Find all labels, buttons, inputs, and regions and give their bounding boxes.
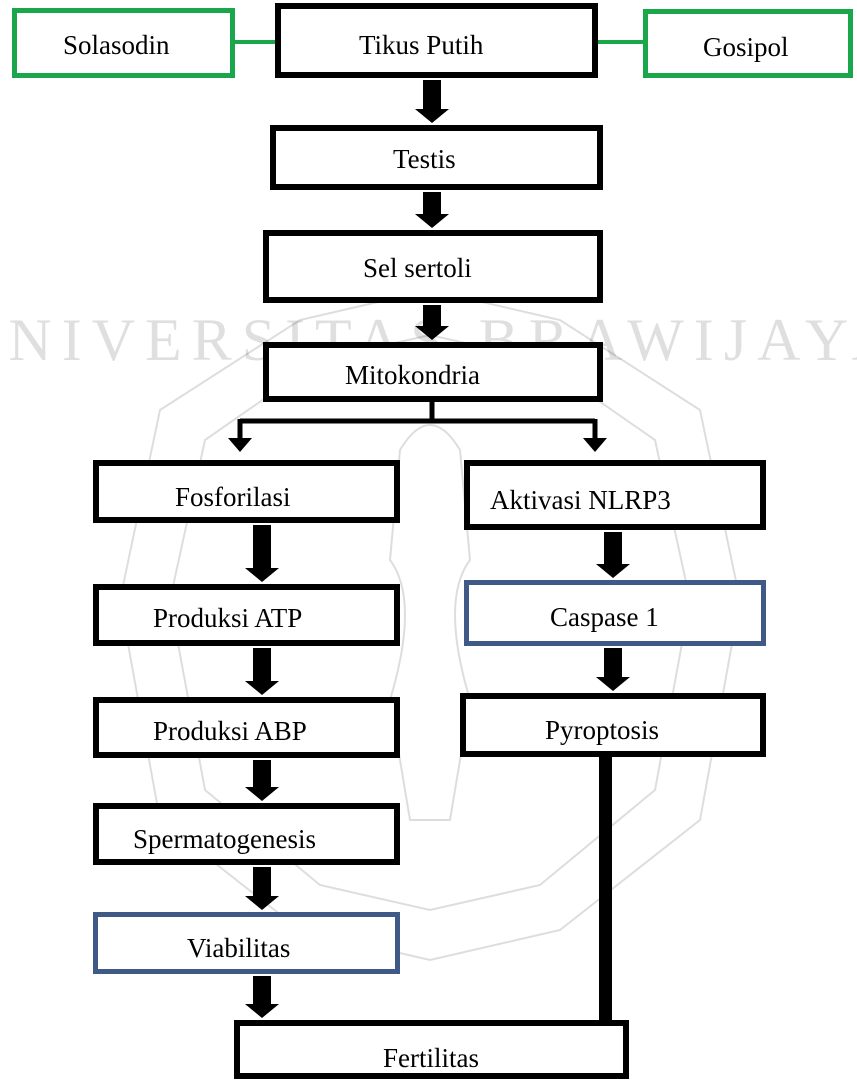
label-gosipol: Gosipol [703,32,789,62]
label-viabilitas: Viabilitas [187,933,291,963]
watermark-figure [388,424,472,821]
label-produksi-abp: Produksi ABP [153,716,307,746]
box-spermatogenesis [93,803,400,865]
label-mitokondria: Mitokondria [345,360,480,390]
pyroptosis-to-fertilitas-line [599,757,612,1055]
box-testis [270,125,603,190]
box-produksi-atp [93,584,400,646]
label-testis: Testis [393,144,456,174]
box-mitokondria [263,342,603,402]
arrow-spermatogenesis-to-viabilitas [245,867,279,910]
label-caspase-1: Caspase 1 [550,602,659,632]
arrow-tikus-to-testis [415,80,449,123]
arrow-abp-to-spermatogenesis [245,760,279,801]
arrow-fosforilasi-to-atp [245,525,279,582]
arrow-caspase-to-pyroptosis [596,648,630,691]
arrow-sertoli-to-mitokondria [415,305,449,340]
branch-lines [237,402,598,438]
arrow-nlrp3-to-caspase [596,532,630,578]
box-pyroptosis [460,693,766,757]
label-pyroptosis: Pyroptosis [545,715,660,745]
box-gosipol [643,9,853,78]
box-solasodin [12,8,235,78]
branch-right-arrowhead [583,438,607,452]
branch-left-arrowhead [228,438,252,452]
change-indicators [356,466,756,1071]
label-fosforilasi: Fosforilasi [175,482,291,512]
box-caspase-1 [464,580,766,646]
label-produksi-atp: Produksi ATP [153,603,303,633]
arrow-viabilitas-to-fertilitas [245,976,279,1018]
box-aktivasi-nlrp3 [464,460,766,530]
arrow-testis-to-sertoli [415,192,449,228]
box-fertilitas [234,1020,629,1079]
label-aktivasi-nlrp3: Aktivasi NLRP3 [490,485,671,515]
label-fertilitas: Fertilitas [383,1043,479,1073]
flow-arrows [245,80,630,1018]
box-sel-sertoli [263,230,603,303]
label-spermatogenesis: Spermatogenesis [133,824,316,854]
box-produksi-abp [93,697,400,758]
arrow-atp-to-abp [245,648,279,695]
label-solasodin: Solasodin [63,30,170,60]
label-tikus-putih: Tikus Putih [359,30,484,60]
label-sel-sertoli: Sel sertoli [363,253,472,283]
box-viabilitas [93,912,400,974]
box-fosforilasi [93,460,400,523]
box-tikus-putih [275,3,598,78]
